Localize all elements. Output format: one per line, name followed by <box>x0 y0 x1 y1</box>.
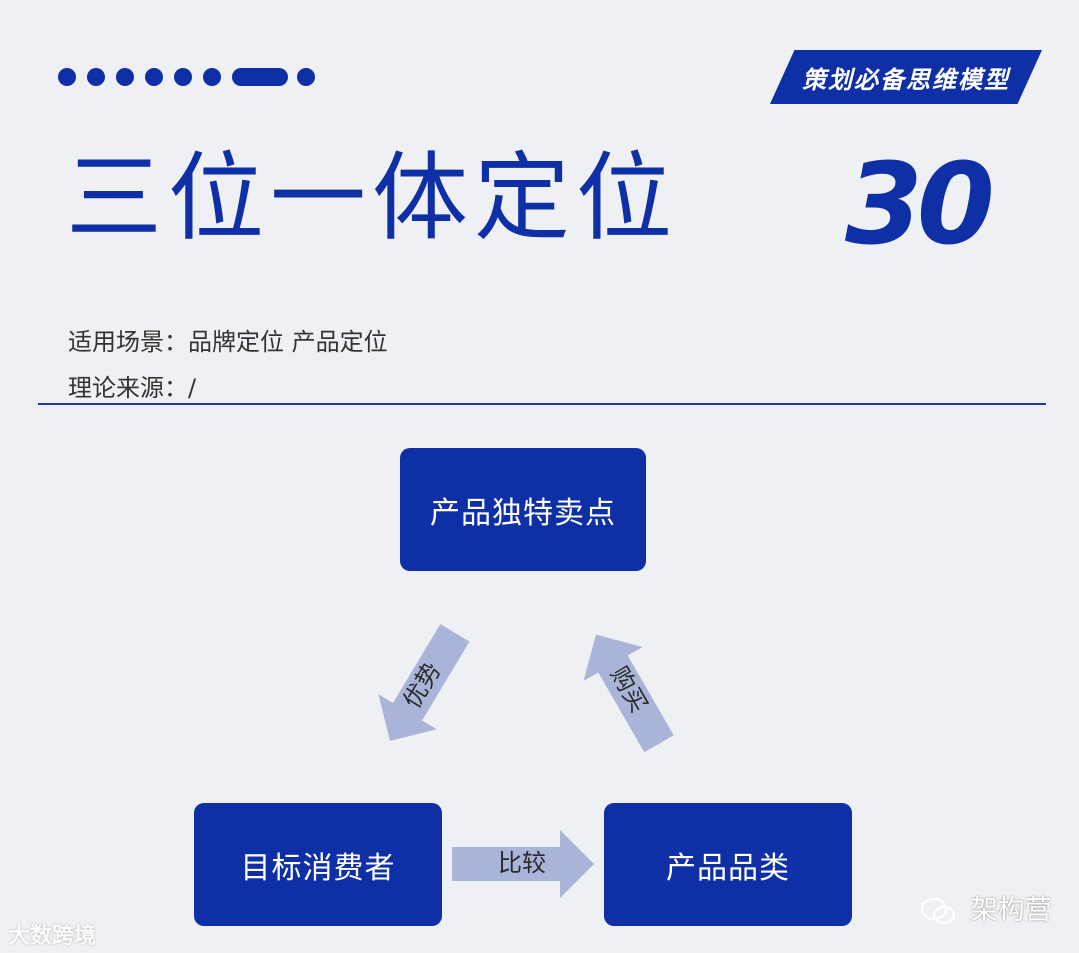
dot-icon <box>297 68 315 86</box>
dot-icon <box>203 68 221 86</box>
watermark-right: 架构营 <box>920 888 1052 927</box>
dash-icon <box>232 68 288 86</box>
dot-icon <box>58 68 76 86</box>
dot-icon <box>174 68 192 86</box>
divider <box>38 403 1046 405</box>
watermark-left: 大数跨境 <box>8 918 96 950</box>
model-number: 30 <box>845 140 995 270</box>
node-unique-selling-point: 产品独特卖点 <box>400 448 646 571</box>
arrow-compare-label: 比较 <box>498 849 546 877</box>
watermark-left-label: 大数跨境 <box>8 924 97 949</box>
page-title: 三位一体定位 <box>66 142 678 254</box>
dot-icon <box>116 68 134 86</box>
node-target-consumer: 目标消费者 <box>194 803 442 926</box>
arrow-purchase <box>583 634 674 753</box>
arrow-advantage <box>378 624 470 741</box>
dot-icon <box>87 68 105 86</box>
wechat-icon <box>920 897 956 924</box>
theory-source: 理论来源：/ <box>68 374 197 402</box>
node-product-category: 产品品类 <box>604 803 852 926</box>
watermark-right-label: 架构营 <box>970 895 1052 926</box>
dot-icon <box>145 68 163 86</box>
arrow-compare <box>452 830 594 898</box>
series-badge: 策划必备思维模型 <box>770 50 1042 104</box>
series-badge-label: 策划必备思维模型 <box>802 65 1010 94</box>
applicable-scene: 适用场景：品牌定位 产品定位 <box>68 328 388 356</box>
